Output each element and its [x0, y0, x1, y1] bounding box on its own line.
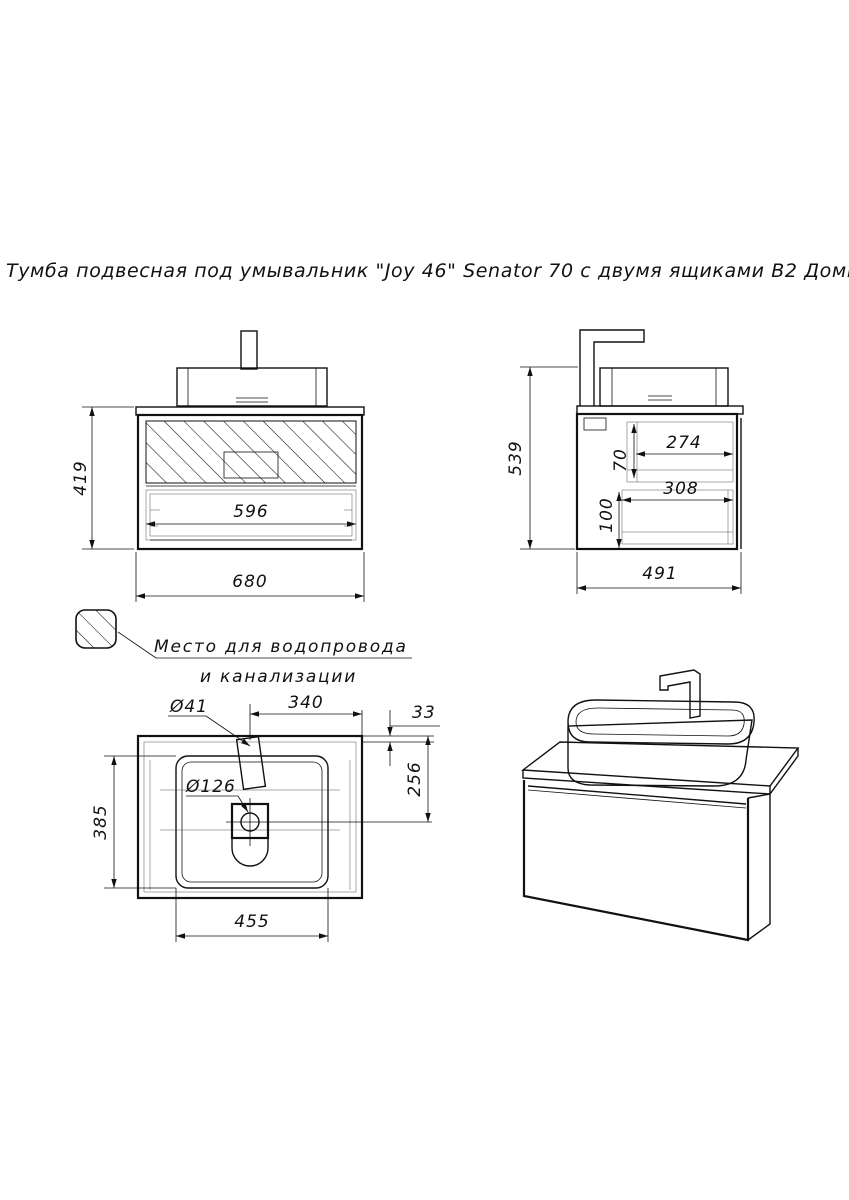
iso-countertop [521, 741, 800, 787]
top-faucet-hole-label: Ø41 [169, 697, 208, 717]
front-view: 596 680 419 [71, 330, 365, 602]
iso-cabinet-front [522, 780, 750, 942]
front-countertop [135, 406, 365, 416]
front-faucet [240, 330, 258, 370]
side-depth-label: 491 [642, 564, 677, 584]
side-view: 274 308 70 100 539 491 [506, 329, 744, 594]
side-faucet [579, 329, 645, 406]
side-countertop [576, 405, 744, 415]
side-drawer-bottom-depth-label: 308 [663, 479, 698, 499]
legend: Место для водопровода и канализации [75, 609, 412, 687]
iso-faucet [659, 669, 701, 719]
top-depth-label: 385 [91, 804, 111, 839]
top-basin-width-label: 455 [234, 912, 269, 932]
front-cabinet [136, 413, 364, 551]
iso-basin [567, 719, 753, 787]
front-width-label: 680 [232, 572, 267, 592]
side-drawer-top-depth-label: 274 [666, 433, 701, 453]
top-view: Ø41 Ø126 340 33 256 385 455 [91, 693, 440, 942]
side-drawer-top-height-label: 70 [611, 448, 631, 472]
legend-hatch-swatch [75, 609, 117, 649]
side-cabinet [575, 412, 739, 551]
drawing-title: Тумба подвесная под умывальник "Joy 46" … [6, 260, 849, 282]
side-height-label: 539 [506, 440, 526, 475]
side-drawer-bottom-height-label: 100 [597, 497, 617, 532]
isometric-view [521, 669, 800, 942]
front-drawer-width-label: 596 [233, 502, 268, 522]
top-drain-channel [231, 820, 269, 867]
legend-line-1: Место для водопровода [154, 637, 408, 657]
front-basin [176, 367, 328, 407]
top-drain-hole-label: Ø126 [185, 777, 236, 797]
legend-line-2: и канализации [200, 667, 357, 687]
top-edge-offset-label: 33 [412, 703, 436, 723]
top-faucet-offset-y-label: 256 [405, 761, 425, 796]
top-faucet-offset-x-label: 340 [288, 693, 323, 713]
top-faucet [235, 735, 267, 791]
front-height-label: 419 [71, 460, 91, 495]
